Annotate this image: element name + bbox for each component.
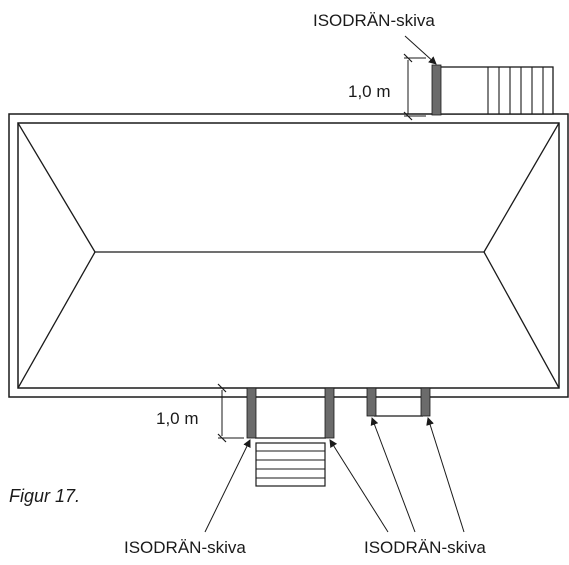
roof-hip-bottom-left: [17, 251, 96, 389]
leader-top: [404, 35, 437, 65]
leader-bottom-left: [204, 439, 251, 533]
bottom-stair-steps: [255, 442, 326, 487]
leader-bottom-right-b: [426, 417, 465, 533]
isodran-board-top: [431, 64, 442, 116]
label-dim-top: 1,0 m: [348, 82, 391, 101]
leader-bottom-mid: [329, 439, 389, 533]
roof-hip-top-left: [17, 122, 96, 253]
top-stair-outline: [432, 66, 554, 115]
isodran-board-bottom-right-b: [420, 387, 431, 417]
label-isodran-bottom-left: ISODRÄN-skiva: [124, 538, 246, 557]
roof-hip-bottom-right: [483, 251, 560, 389]
figure-caption: Figur 17.: [9, 486, 80, 506]
dimension-bottom: [217, 383, 244, 443]
label-dim-bottom: 1,0 m: [156, 409, 199, 428]
leader-bottom-right-a: [370, 417, 416, 533]
isodran-board-bottom-right-a: [366, 387, 377, 417]
roof-outline: [17, 122, 560, 389]
building-outer-outline: [8, 113, 569, 398]
label-isodran-bottom-right: ISODRÄN-skiva: [364, 538, 486, 557]
top-stair: [431, 64, 554, 116]
dimension-top: [403, 53, 426, 121]
label-isodran-top: ISODRÄN-skiva: [313, 11, 435, 30]
isodran-board-bottom-left-b: [324, 387, 335, 439]
isodran-board-bottom-left-a: [246, 387, 257, 439]
bottom-left-stair: [246, 387, 335, 487]
roof-hip-top-right: [483, 122, 560, 253]
bottom-right-entrance: [366, 387, 431, 417]
